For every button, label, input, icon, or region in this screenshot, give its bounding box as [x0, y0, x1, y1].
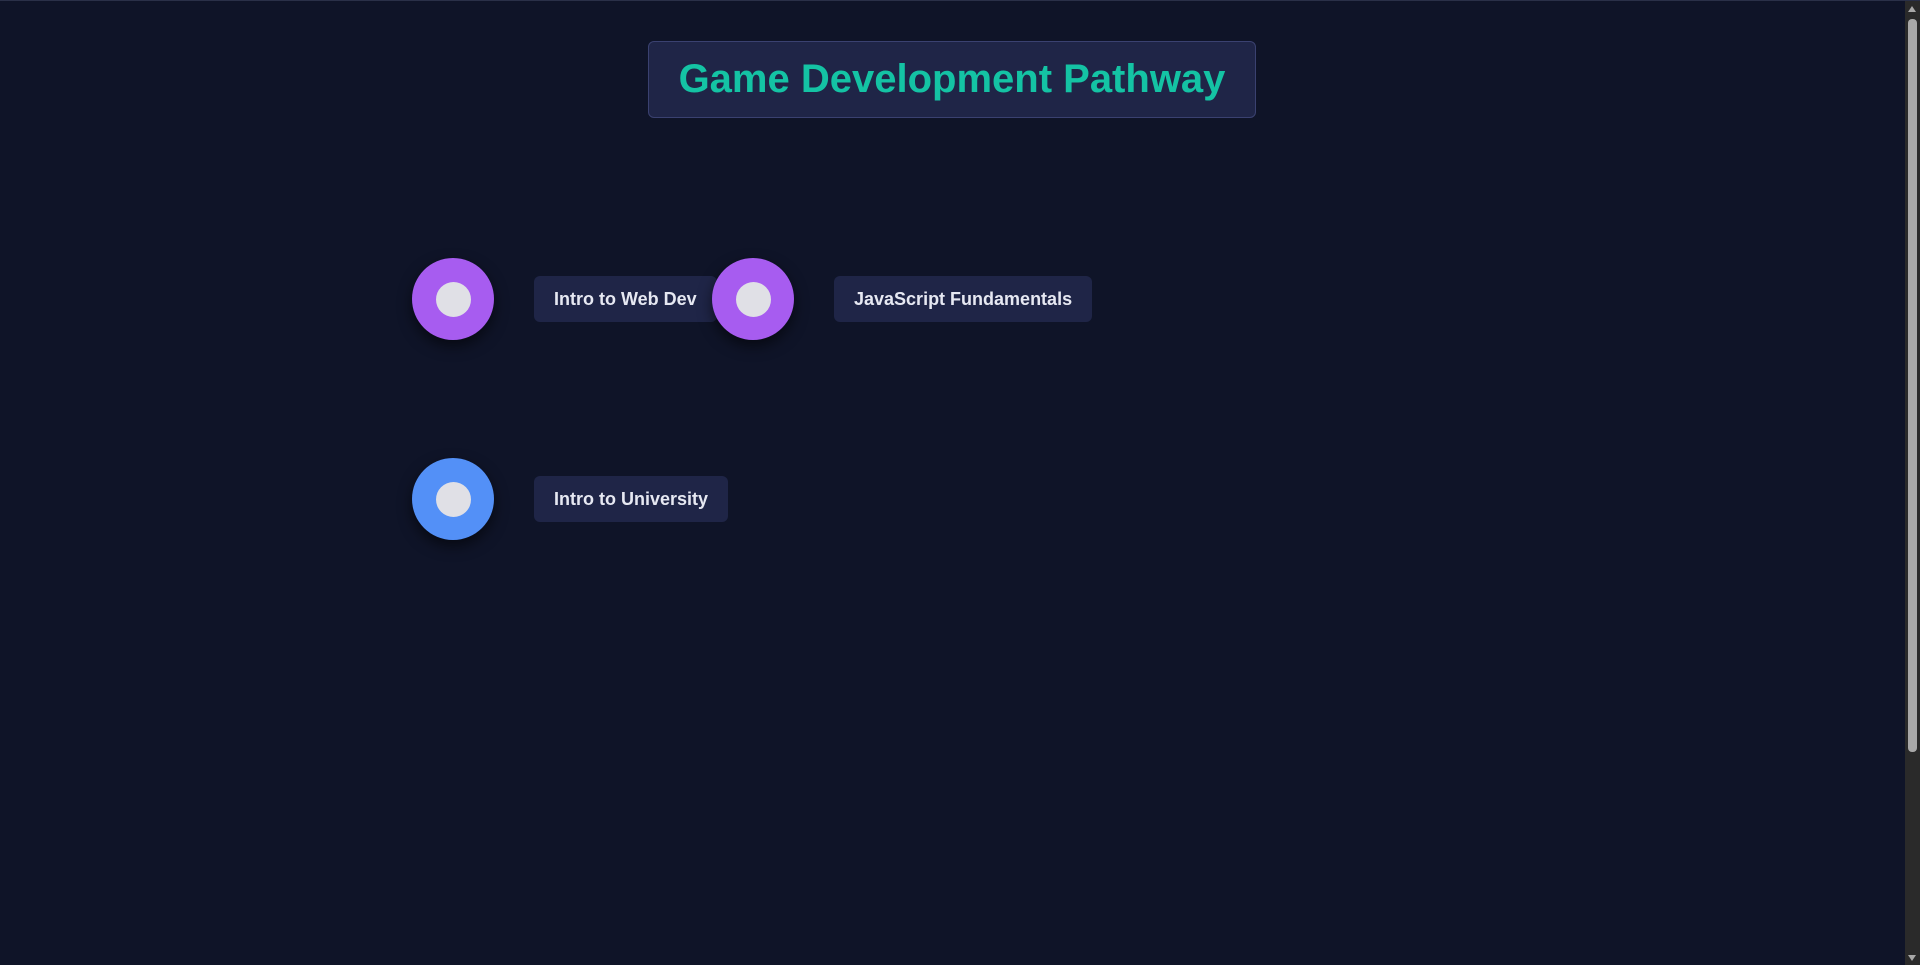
course-node-icon [735, 281, 771, 317]
vertical-scrollbar[interactable] [1905, 1, 1920, 965]
scroll-up-arrow-icon[interactable] [1908, 6, 1916, 12]
course-label-javascript-fundamentals[interactable]: JavaScript Fundamentals [834, 276, 1093, 322]
scrollbar-thumb[interactable] [1908, 19, 1917, 752]
title-panel: Game Development Pathway [648, 41, 1256, 118]
course-label-intro-to-university[interactable]: Intro to University [534, 476, 729, 522]
course-node-intro-to-web-dev[interactable] [412, 258, 494, 340]
page-title: Game Development Pathway [678, 57, 1226, 101]
course-node-javascript-fundamentals[interactable] [712, 258, 794, 340]
scroll-down-arrow-icon[interactable] [1908, 955, 1916, 961]
course-node-icon [435, 481, 471, 517]
course-node-intro-to-university[interactable] [412, 458, 494, 540]
course-label-intro-to-web-dev[interactable]: Intro to Web Dev [534, 276, 717, 322]
course-node-icon [435, 281, 471, 317]
